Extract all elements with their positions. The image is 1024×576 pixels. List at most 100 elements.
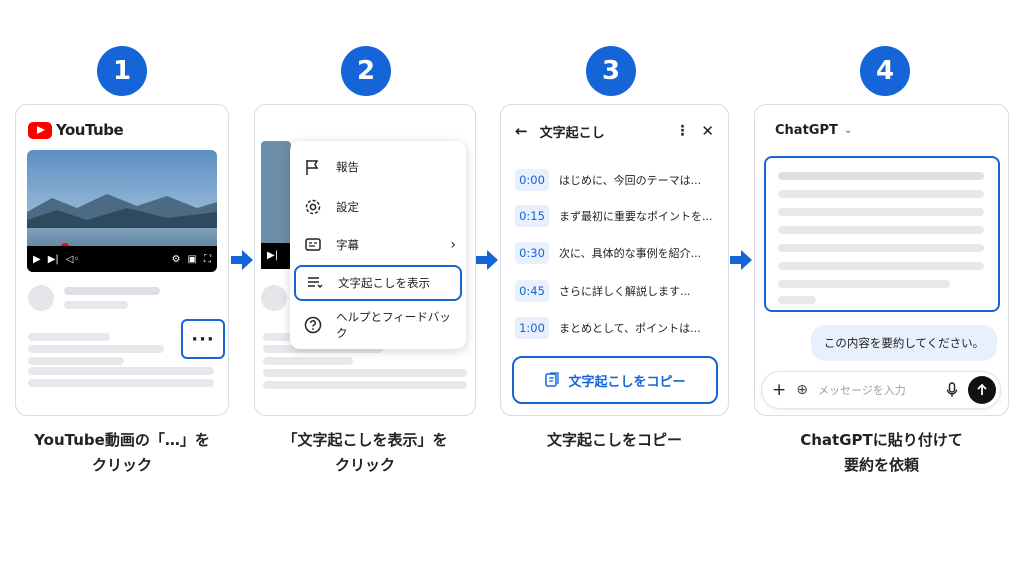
video-thumbnail xyxy=(261,141,291,263)
caption-line: 要約を依頼 xyxy=(843,456,919,474)
transcript-icon xyxy=(308,277,323,289)
next-arrow-icon xyxy=(730,250,752,270)
step-number-badge: 1 xyxy=(97,46,147,96)
step-caption: 文字起こしをコピー xyxy=(500,428,729,453)
message-input-placeholder[interactable]: メッセージを入力 xyxy=(817,384,906,397)
timestamp[interactable]: 0:45 xyxy=(515,280,549,302)
transcript-text: さらに詳しく解説します... xyxy=(559,285,691,298)
transcript-text: まとめとして、ポイントは... xyxy=(559,322,701,335)
menu-item-settings[interactable]: 設定 xyxy=(304,195,456,219)
timestamp[interactable]: 0:30 xyxy=(515,242,549,264)
caption-line: クリック xyxy=(91,456,152,474)
step-caption: YouTube動画の「…」を クリック xyxy=(15,428,229,478)
transcript-title: 文字起こし xyxy=(539,125,605,141)
placeholder-line xyxy=(778,244,984,252)
step-number-badge: 2 xyxy=(341,46,391,96)
placeholder-line xyxy=(263,381,467,389)
step-number-badge: 3 xyxy=(586,46,636,96)
transcript-row[interactable]: 0:45 さらに詳しく解説します... xyxy=(515,280,720,302)
step-caption: ChatGPTに貼り付けて 要約を依頼 xyxy=(754,428,1009,478)
menu-item-help-feedback[interactable]: ヘルプとフィードバック xyxy=(304,310,456,340)
youtube-play-logo-icon xyxy=(28,121,52,139)
volume-icon[interactable]: ◁◦ xyxy=(65,253,80,265)
placeholder-line xyxy=(64,301,128,309)
timestamp[interactable]: 1:00 xyxy=(515,317,549,339)
transcript-text: はじめに、今回のテーマは... xyxy=(559,174,702,187)
placeholder-line xyxy=(28,367,214,375)
menu-item-label: 字幕 xyxy=(336,238,359,252)
more-actions-menu: 報告 設定 字幕 › 文字起こしを表示 ヘルプとフィードバック xyxy=(290,141,466,349)
transcript-text: 次に、具体的な事例を紹介... xyxy=(559,247,702,260)
transcript-row[interactable]: 0:30 次に、具体的な事例を紹介... xyxy=(515,242,720,264)
menu-item-subtitles[interactable]: 字幕 › xyxy=(304,233,456,257)
placeholder-line xyxy=(263,369,467,377)
flag-icon xyxy=(306,160,319,175)
placeholder-line xyxy=(28,379,214,387)
next-arrow-icon xyxy=(231,250,253,270)
channel-avatar xyxy=(261,285,287,311)
menu-item-label: 報告 xyxy=(336,160,359,174)
placeholder-line xyxy=(263,345,383,353)
next-arrow-icon xyxy=(476,250,498,270)
gear-icon[interactable]: ⚙ xyxy=(171,253,181,265)
menu-card: ▶| 報告 設定 字幕 › 文字起こしを表示 xyxy=(254,104,476,416)
caption-line: 文字起こしをコピー xyxy=(546,431,682,449)
transcript-row[interactable]: 1:00 まとめとして、ポイントは... xyxy=(515,317,720,339)
transcript-text: まず最初に重要なポイントを... xyxy=(559,210,713,223)
globe-icon[interactable]: ⊕ xyxy=(796,382,808,398)
more-actions-button[interactable]: ··· xyxy=(181,319,225,359)
play-icon[interactable]: ▶ xyxy=(33,253,41,265)
menu-item-label: 文字起こしを表示 xyxy=(338,276,430,290)
transcript-header: ← 文字起こし ⋮ ✕ xyxy=(515,121,714,141)
microphone-icon[interactable] xyxy=(946,382,958,398)
placeholder-line xyxy=(263,357,353,365)
caption-line: ChatGPTに貼り付けて xyxy=(800,431,963,449)
chatgpt-card: ChatGPT ⌄ この内容を要約してください。 + ⊕ メッセージを入力 xyxy=(754,104,1009,416)
menu-item-show-transcript[interactable]: 文字起こしを表示 xyxy=(294,265,462,301)
caption-line: YouTube動画の「…」を xyxy=(34,431,210,449)
copy-button-label: 文字起こしをコピー xyxy=(568,374,686,390)
placeholder-line xyxy=(778,208,984,216)
model-selector[interactable]: ChatGPT ⌄ xyxy=(775,123,852,138)
user-message-text: この内容を要約してください。 xyxy=(823,336,985,350)
transcript-row[interactable]: 0:00 はじめに、今回のテーマは... xyxy=(515,169,720,191)
subtitles-icon[interactable]: ▣ xyxy=(187,253,197,265)
placeholder-line xyxy=(64,287,160,295)
plus-icon[interactable]: + xyxy=(772,380,787,400)
arrow-up-icon xyxy=(977,384,987,395)
chevron-down-icon: ⌄ xyxy=(843,125,853,136)
subtitles-icon xyxy=(305,238,321,251)
video-controls: ▶ ▶| ◁◦ ⚙ ▣ ⛶ xyxy=(27,246,217,272)
timestamp[interactable]: 0:15 xyxy=(515,205,549,227)
back-arrow-icon[interactable]: ← xyxy=(515,122,528,140)
copy-transcript-button[interactable]: 文字起こしをコピー xyxy=(512,356,718,404)
next-icon[interactable]: ▶| xyxy=(47,253,59,265)
placeholder-line xyxy=(28,345,164,353)
more-vertical-icon[interactable]: ⋮ xyxy=(675,123,690,139)
fullscreen-icon[interactable]: ⛶ xyxy=(204,253,211,265)
user-message-bubble: この内容を要約してください。 xyxy=(811,325,997,361)
next-icon: ▶| xyxy=(261,243,291,269)
placeholder-line xyxy=(778,280,950,288)
transcript-row[interactable]: 0:15 まず最初に重要なポイントを... xyxy=(515,205,720,227)
placeholder-line xyxy=(778,226,984,234)
transcript-card: ← 文字起こし ⋮ ✕ 0:00 はじめに、今回のテーマは... 0:15 まず… xyxy=(500,104,729,416)
model-label: ChatGPT xyxy=(775,123,838,138)
placeholder-line xyxy=(28,357,124,365)
youtube-card: YouTube ▶ ▶| ◁ xyxy=(15,104,229,416)
video-player[interactable]: ▶ ▶| ◁◦ ⚙ ▣ ⛶ xyxy=(27,150,217,272)
close-icon[interactable]: ✕ xyxy=(701,122,714,140)
caption-line: クリック xyxy=(334,456,395,474)
step-number-badge: 4 xyxy=(860,46,910,96)
caption-line: 「文字起こしを表示」を xyxy=(282,431,448,449)
youtube-logo: YouTube xyxy=(28,121,124,139)
message-composer[interactable]: + ⊕ メッセージを入力 xyxy=(761,371,1001,409)
gear-icon xyxy=(305,199,321,215)
chevron-right-icon: › xyxy=(450,237,456,253)
youtube-logo-text: YouTube xyxy=(56,121,124,139)
timestamp[interactable]: 0:00 xyxy=(515,169,549,191)
send-button[interactable] xyxy=(968,376,996,404)
menu-item-report[interactable]: 報告 xyxy=(304,155,456,179)
copy-icon xyxy=(545,372,560,387)
